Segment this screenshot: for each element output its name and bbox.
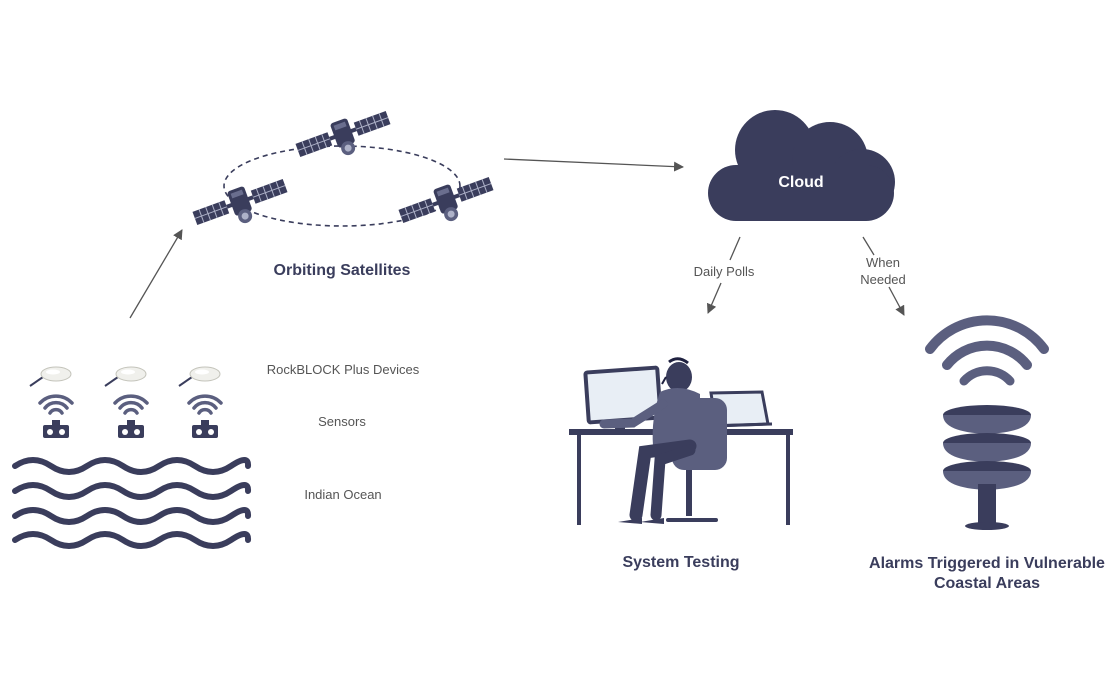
satellite-icon [292, 103, 397, 172]
cloud-icon [708, 110, 895, 221]
when-needed-line-1: When [866, 255, 900, 270]
testing-label: System Testing [622, 554, 740, 571]
alarms-label-line-2: Coastal Areas [933, 575, 1041, 592]
wave-icon [15, 460, 248, 546]
satellites-label: Orbiting Satellites [273, 262, 411, 279]
satellite-icon [189, 171, 294, 240]
operator-desk-icon [569, 357, 793, 525]
sensors-label: Sensors [318, 414, 366, 429]
arrow-satellites-to-cloud [503, 158, 684, 172]
sensor-icon [38, 394, 74, 440]
gps-puck-icon [29, 366, 72, 387]
sensor-icon [187, 394, 223, 440]
alarms-label-line-1: Alarms Triggered in Vulnerable [869, 555, 1105, 572]
sensor-icon [113, 394, 149, 440]
when-needed-label: When Needed [843, 254, 923, 288]
arrow-cloud-to-testing [706, 282, 722, 314]
devices-label: RockBLOCK Plus Devices [266, 362, 420, 377]
daily-polls-label: Daily Polls [693, 264, 755, 279]
orbit-path [223, 145, 461, 227]
siren-tower-icon [925, 315, 1049, 530]
gps-puck-icon [104, 366, 147, 387]
gps-puck-icon [178, 366, 221, 387]
satellite-icon [395, 169, 500, 238]
alarms-label: Alarms Triggered in Vulnerable Coastal A… [847, 554, 1116, 594]
arrow-cloud-to-alarms [888, 286, 905, 316]
arrow-devices-to-satellites [129, 229, 183, 319]
when-needed-line-2: Needed [860, 272, 906, 287]
cloud-label: Cloud [778, 174, 823, 191]
ocean-label: Indian Ocean [304, 487, 382, 502]
arrow-cloud-to-alarms-segment [862, 236, 875, 256]
arrow-cloud-to-testing-segment [729, 236, 741, 261]
